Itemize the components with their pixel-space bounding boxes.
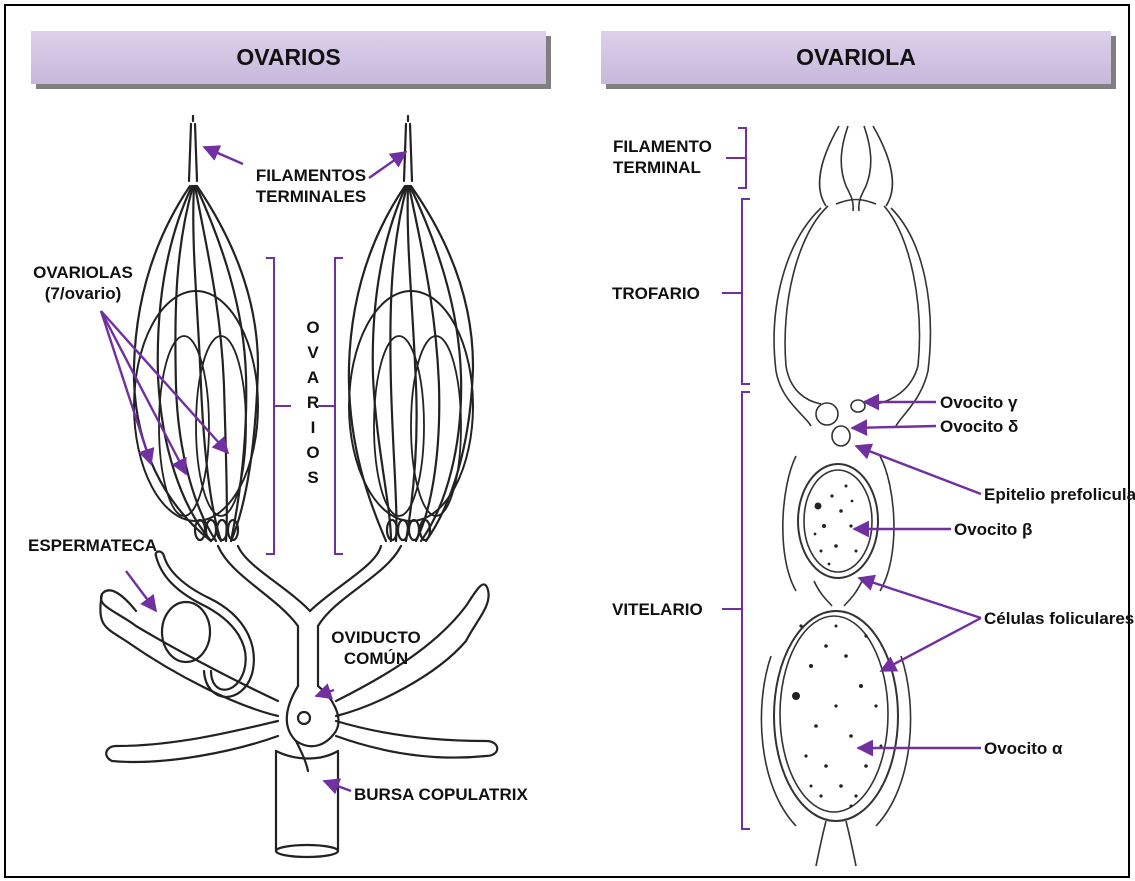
- ovarios-letter-4: R: [303, 393, 323, 413]
- label-celulas: Células foliculares: [984, 608, 1134, 629]
- ovarios-letter-3: A: [303, 368, 323, 388]
- label-bursa: BURSA COPULATRIX: [354, 784, 528, 805]
- label-filamento-terminal: FILAMENTO TERMINAL: [613, 136, 712, 178]
- ovarios-letter-7: S: [303, 468, 323, 488]
- label-trofario: TROFARIO: [612, 283, 700, 304]
- ovarios-letter-1: O: [303, 318, 323, 338]
- right-arrows: [852, 402, 981, 748]
- right-brackets: [722, 128, 750, 829]
- diagram-canvas: [6, 6, 1132, 880]
- label-filamento-line1: FILAMENTO: [613, 136, 712, 157]
- ovaries-illustration: [100, 116, 497, 857]
- ovariole-illustration: [761, 126, 930, 866]
- label-espermateca: ESPERMATECA: [28, 535, 157, 556]
- label-epitelio: Epitelio prefolicular: [984, 484, 1135, 505]
- figure-frame: OVARIOS OVARIOLA: [4, 4, 1130, 878]
- label-ovocito-delta: Ovocito δ: [940, 416, 1018, 437]
- label-filamentos-line2: TERMINALES: [251, 186, 371, 207]
- label-ovocito-beta: Ovocito β: [954, 519, 1032, 540]
- ovarios-letter-5: I: [303, 418, 323, 438]
- label-filamentos: FILAMENTOS TERMINALES: [251, 165, 371, 207]
- label-ovariolas: OVARIOLAS (7/ovario): [28, 262, 138, 304]
- label-oviducto-line2: COMÚN: [316, 648, 436, 669]
- label-ovocito-alpha: Ovocito α: [984, 738, 1062, 759]
- label-filamentos-line1: FILAMENTOS: [251, 165, 371, 186]
- label-ovocito-gamma: Ovocito γ: [940, 392, 1017, 413]
- label-vitelario: VITELARIO: [612, 599, 703, 620]
- label-ovariolas-line2: (7/ovario): [28, 283, 138, 304]
- label-oviducto-line1: OVIDUCTO: [316, 627, 436, 648]
- ovarios-letter-6: O: [303, 443, 323, 463]
- label-oviducto: OVIDUCTO COMÚN: [316, 627, 436, 669]
- ovarios-letter-2: V: [303, 343, 323, 363]
- label-filamento-line2: TERMINAL: [613, 157, 712, 178]
- label-ovariolas-line1: OVARIOLAS: [28, 262, 138, 283]
